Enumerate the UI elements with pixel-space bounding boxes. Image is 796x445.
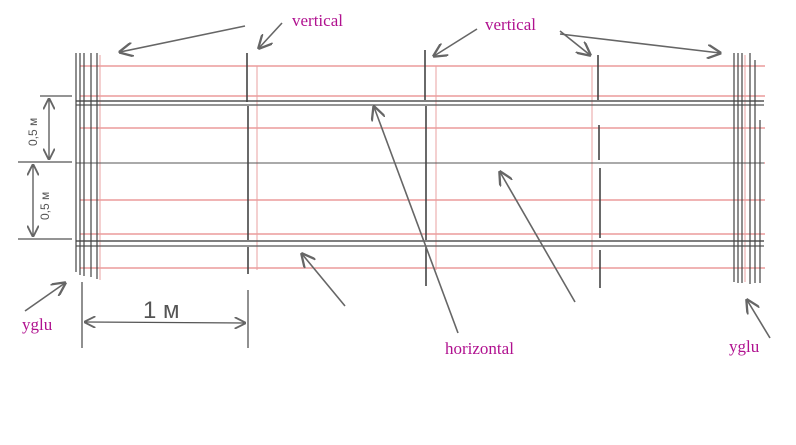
red-vertical-lines [99, 55, 746, 282]
vertical-posts [246, 50, 601, 288]
horizontal-ledgers [76, 100, 764, 247]
label-vertical-left: vertical [292, 11, 343, 30]
label-corner-left: yglu [22, 315, 53, 334]
label-vertical-right: vertical [485, 15, 536, 34]
label-horizontal: horizontal [445, 339, 514, 358]
pointer-arrows [24, 22, 771, 339]
right-corner-posts [733, 53, 761, 284]
vertical-dimension [18, 95, 72, 240]
dim-lower-label: 0,5 м [38, 192, 52, 220]
width-dimension [81, 282, 249, 348]
left-corner-posts [75, 53, 98, 279]
dim-upper-label: 0,5 м [26, 118, 40, 146]
dim-width-label: 1 м [143, 297, 180, 324]
label-corner-right: yglu [729, 337, 760, 356]
